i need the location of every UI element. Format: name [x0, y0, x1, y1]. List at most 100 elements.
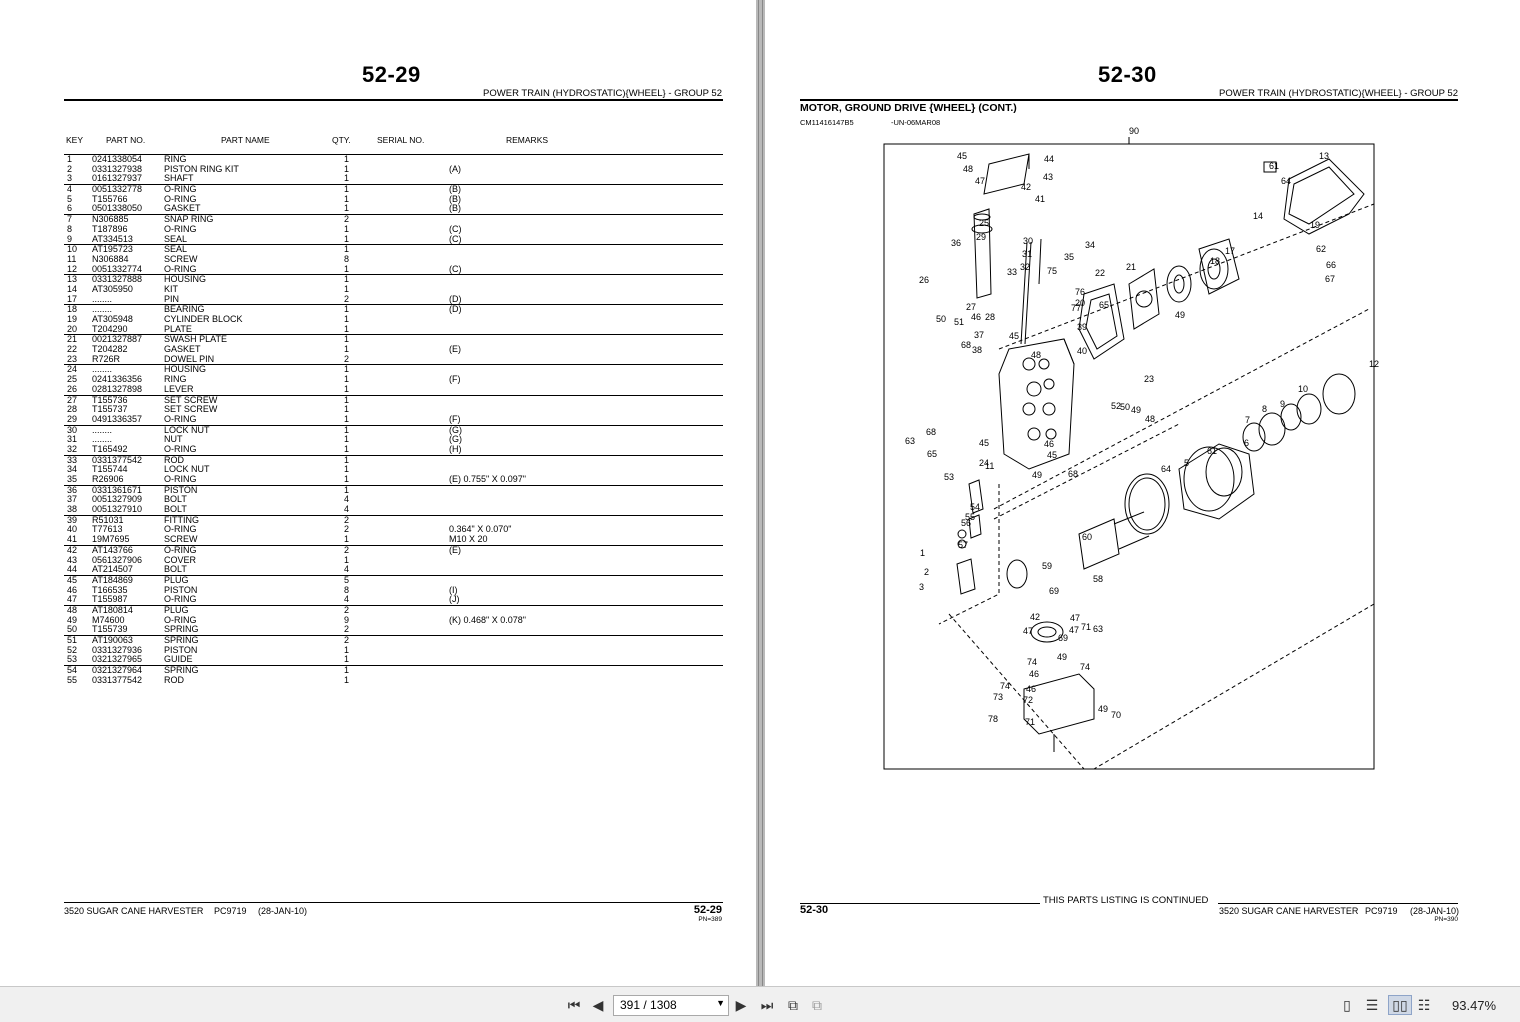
cell-key: 22: [67, 344, 78, 355]
footer-date: (28-JAN-10): [258, 906, 308, 916]
next-page-icon[interactable]: ▶: [735, 997, 747, 1013]
cell-part-name: O-RING: [164, 474, 197, 484]
rotate-alt-icon[interactable]: ⧉: [812, 997, 822, 1013]
callout-label: 29: [976, 232, 986, 242]
callout-label: 75: [1047, 266, 1057, 276]
two-continuous-icon[interactable]: ☷: [1417, 997, 1431, 1013]
callout-label: 26: [919, 275, 929, 285]
cell-part-no: T204282: [92, 344, 128, 355]
first-page-icon[interactable]: ⏮: [567, 997, 581, 1013]
cell-part-no: AT143766: [92, 544, 133, 555]
cell-qty: 2: [344, 524, 350, 535]
callout-label: 22: [1095, 268, 1105, 278]
cell-key: 37: [67, 494, 78, 505]
cell-qty: 2: [344, 624, 350, 635]
cell-part-name: HOUSING: [164, 274, 207, 285]
cell-part-name: CYLINDER BLOCK: [164, 314, 243, 324]
prev-page-icon[interactable]: ◀: [592, 997, 604, 1013]
cell-part-no: M74600: [92, 614, 125, 625]
callout-label: 9: [1280, 399, 1285, 409]
callout-label: 2: [924, 567, 929, 577]
cell-key: 48: [67, 604, 78, 615]
cell-key: 7: [67, 214, 73, 225]
continued-rule-right: [1218, 903, 1458, 904]
cell-key: 11: [67, 253, 77, 264]
callout-label: 33: [1007, 267, 1017, 277]
cell-part-name: SCREW: [164, 253, 198, 264]
continuous-icon[interactable]: ☰: [1365, 997, 1379, 1013]
left-page: 52-29 POWER TRAIN (HYDROSTATIC){WHEEL} -…: [0, 0, 756, 986]
page-number: 52-29: [362, 62, 421, 87]
cell-remarks: (D): [449, 293, 462, 304]
cell-part-no: T155736: [92, 394, 128, 405]
cell-part-name: PISTON: [164, 644, 198, 655]
cell-qty: 1: [344, 304, 350, 315]
callout-label: 78: [988, 714, 998, 724]
cell-qty: 2: [344, 353, 350, 364]
col-part-no: PART NO.: [106, 135, 146, 145]
callout-label: 47: [1023, 626, 1033, 636]
cell-qty: 2: [344, 214, 350, 225]
cell-part-no: T77613: [92, 524, 123, 535]
callout-label: 45: [957, 151, 967, 161]
cell-key: 42: [67, 544, 78, 555]
cell-key: 43: [67, 554, 78, 565]
zoom-level[interactable]: 93.47%: [1452, 998, 1497, 1013]
cell-part-no: AT305948: [92, 314, 133, 324]
callout-label: 58: [1093, 574, 1103, 584]
cell-key: 30: [67, 424, 78, 435]
footer-model: 3520 SUGAR CANE HARVESTER: [64, 906, 204, 916]
cell-key: 24: [67, 364, 78, 375]
image-ref: -UN-06MAR08: [891, 118, 941, 127]
callout-label: 74: [1027, 657, 1037, 667]
callout-label: 74: [1000, 681, 1010, 691]
callout-label: 76: [1075, 287, 1085, 297]
cell-key: 3: [67, 173, 73, 184]
single-page-icon[interactable]: ▯: [1343, 997, 1351, 1013]
cell-qty: 4: [344, 564, 350, 575]
cell-remarks: (B): [449, 193, 461, 204]
callout-label: 70: [1111, 710, 1121, 720]
footer-model: 3520 SUGAR CANE HARVESTER: [1219, 906, 1359, 916]
cell-qty: 1: [344, 203, 350, 214]
cell-qty: 1: [344, 674, 350, 685]
page-field[interactable]: [614, 996, 712, 1013]
cell-remarks: (F): [449, 374, 461, 385]
diagram-callouts: 9045484744434241616413142529191718626667…: [905, 126, 1379, 727]
callout-label: 62: [1316, 244, 1326, 254]
cell-part-no: T155737: [92, 404, 128, 415]
cell-part-no: 0561327906: [92, 554, 143, 565]
cell-part-name: SPRING: [164, 635, 199, 645]
callout-label: 59: [1042, 561, 1052, 571]
page-gutter: [756, 0, 765, 986]
cell-part-name: RING: [164, 154, 187, 164]
cell-part-name: KIT: [164, 283, 179, 294]
cell-key: 19: [67, 314, 78, 324]
callout-label: 48: [1145, 414, 1155, 424]
rotate-icon[interactable]: ⧉: [788, 997, 798, 1013]
cell-part-name: O-RING: [164, 263, 197, 274]
cell-part-name: O-RING: [164, 443, 197, 454]
cell-key: 40: [67, 524, 78, 535]
cell-remarks: (I): [449, 584, 458, 595]
cell-qty: 1: [344, 263, 350, 274]
cell-part-name: LOCK NUT: [164, 424, 210, 435]
two-page-icon[interactable]: ▯▯: [1388, 995, 1412, 1015]
callout-label: 52: [1111, 401, 1121, 411]
page-number-input[interactable]: ▼: [613, 995, 729, 1016]
cell-part-no: T155987: [92, 594, 128, 605]
cell-part-no: T204290: [92, 323, 128, 334]
chevron-down-icon[interactable]: ▼: [716, 998, 725, 1008]
last-page-icon[interactable]: ⏭: [760, 997, 774, 1013]
callout-label: 53: [944, 472, 954, 482]
callout-label: 17: [1225, 246, 1235, 256]
cell-key: 6: [67, 203, 73, 214]
cell-part-name: DOWEL PIN: [164, 353, 215, 364]
cell-part-no: 0331327938: [92, 163, 143, 174]
cell-key: 49: [67, 614, 78, 625]
